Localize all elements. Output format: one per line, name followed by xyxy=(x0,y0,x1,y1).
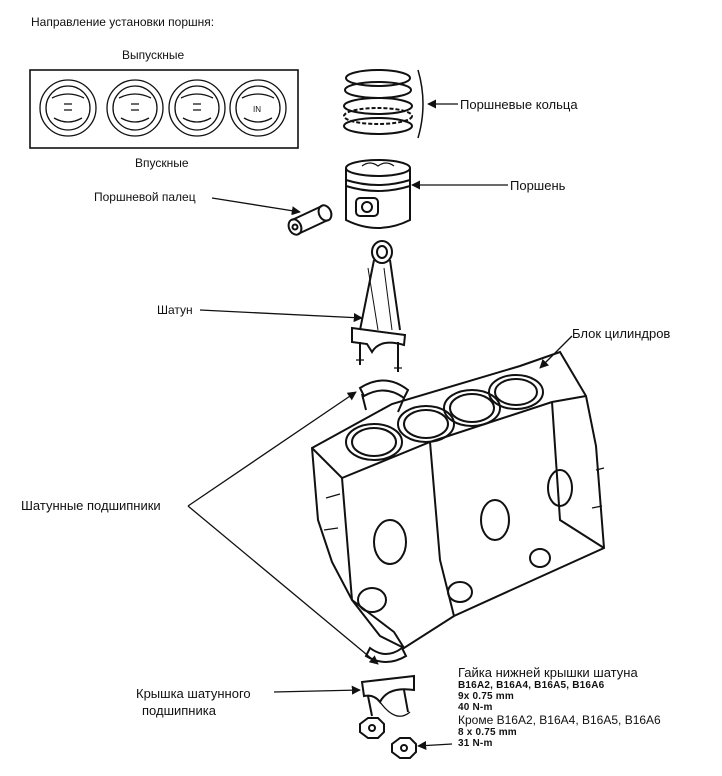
connecting-rod-label: Шатун xyxy=(157,303,193,317)
piston-label: Поршень xyxy=(510,178,566,193)
rod-cap-drawing xyxy=(360,674,415,717)
nut-spec-thread-a: 9x 0.75 mm xyxy=(458,691,514,702)
piston-crown-3 xyxy=(168,79,226,137)
nut-spec-title-b: Кроме B16A2, B16A4, B16A5, B16A6 xyxy=(458,713,661,727)
piston-drawing xyxy=(345,159,411,229)
connecting-rod-drawing xyxy=(351,240,407,372)
piston-rings-drawing xyxy=(343,69,424,139)
rod-cap-nut-spec: Гайка нижней крышки шатуна B16A2, B16A4,… xyxy=(458,665,661,750)
rod-nut-1 xyxy=(359,717,385,739)
piston-crown-4 xyxy=(229,79,287,137)
piston-rings-label: Поршневые кольца xyxy=(460,97,578,112)
crown-in-mark: IN xyxy=(253,105,261,114)
nut-spec-models-a: B16A2, B16A4, B16A5, B16A6 xyxy=(458,680,605,691)
nut-spec-torque-a: 40 N-m xyxy=(458,702,493,713)
nut-spec-title: Гайка нижней крышки шатуна xyxy=(458,665,638,680)
nut-spec-torque-b: 31 N-m xyxy=(458,738,493,749)
piston-direction-panel: IN xyxy=(29,69,299,149)
lower-bearing-shell xyxy=(364,646,408,663)
exhaust-label: Выпускные xyxy=(122,48,185,62)
cylinder-block-label: Блок цилиндров xyxy=(572,326,671,341)
intake-label: Впускные xyxy=(135,156,189,170)
piston-pin-drawing xyxy=(287,204,333,236)
cylinder-block-drawing xyxy=(310,350,606,650)
rod-cap-label-line1: Крышка шатунного xyxy=(136,686,251,701)
heading: Направление установки поршня: xyxy=(31,15,215,29)
rod-cap-label-line2: подшипника xyxy=(142,703,216,718)
piston-crown-1 xyxy=(39,79,97,137)
piston-crown-2 xyxy=(106,79,164,137)
piston-pin-label: Поршневой палец xyxy=(94,190,196,204)
rod-nut-2 xyxy=(391,737,417,759)
nut-spec-thread-b: 8 x 0.75 mm xyxy=(458,727,517,738)
rod-bearings-label: Шатунные подшипники xyxy=(21,498,161,513)
leader-lines xyxy=(187,99,573,751)
